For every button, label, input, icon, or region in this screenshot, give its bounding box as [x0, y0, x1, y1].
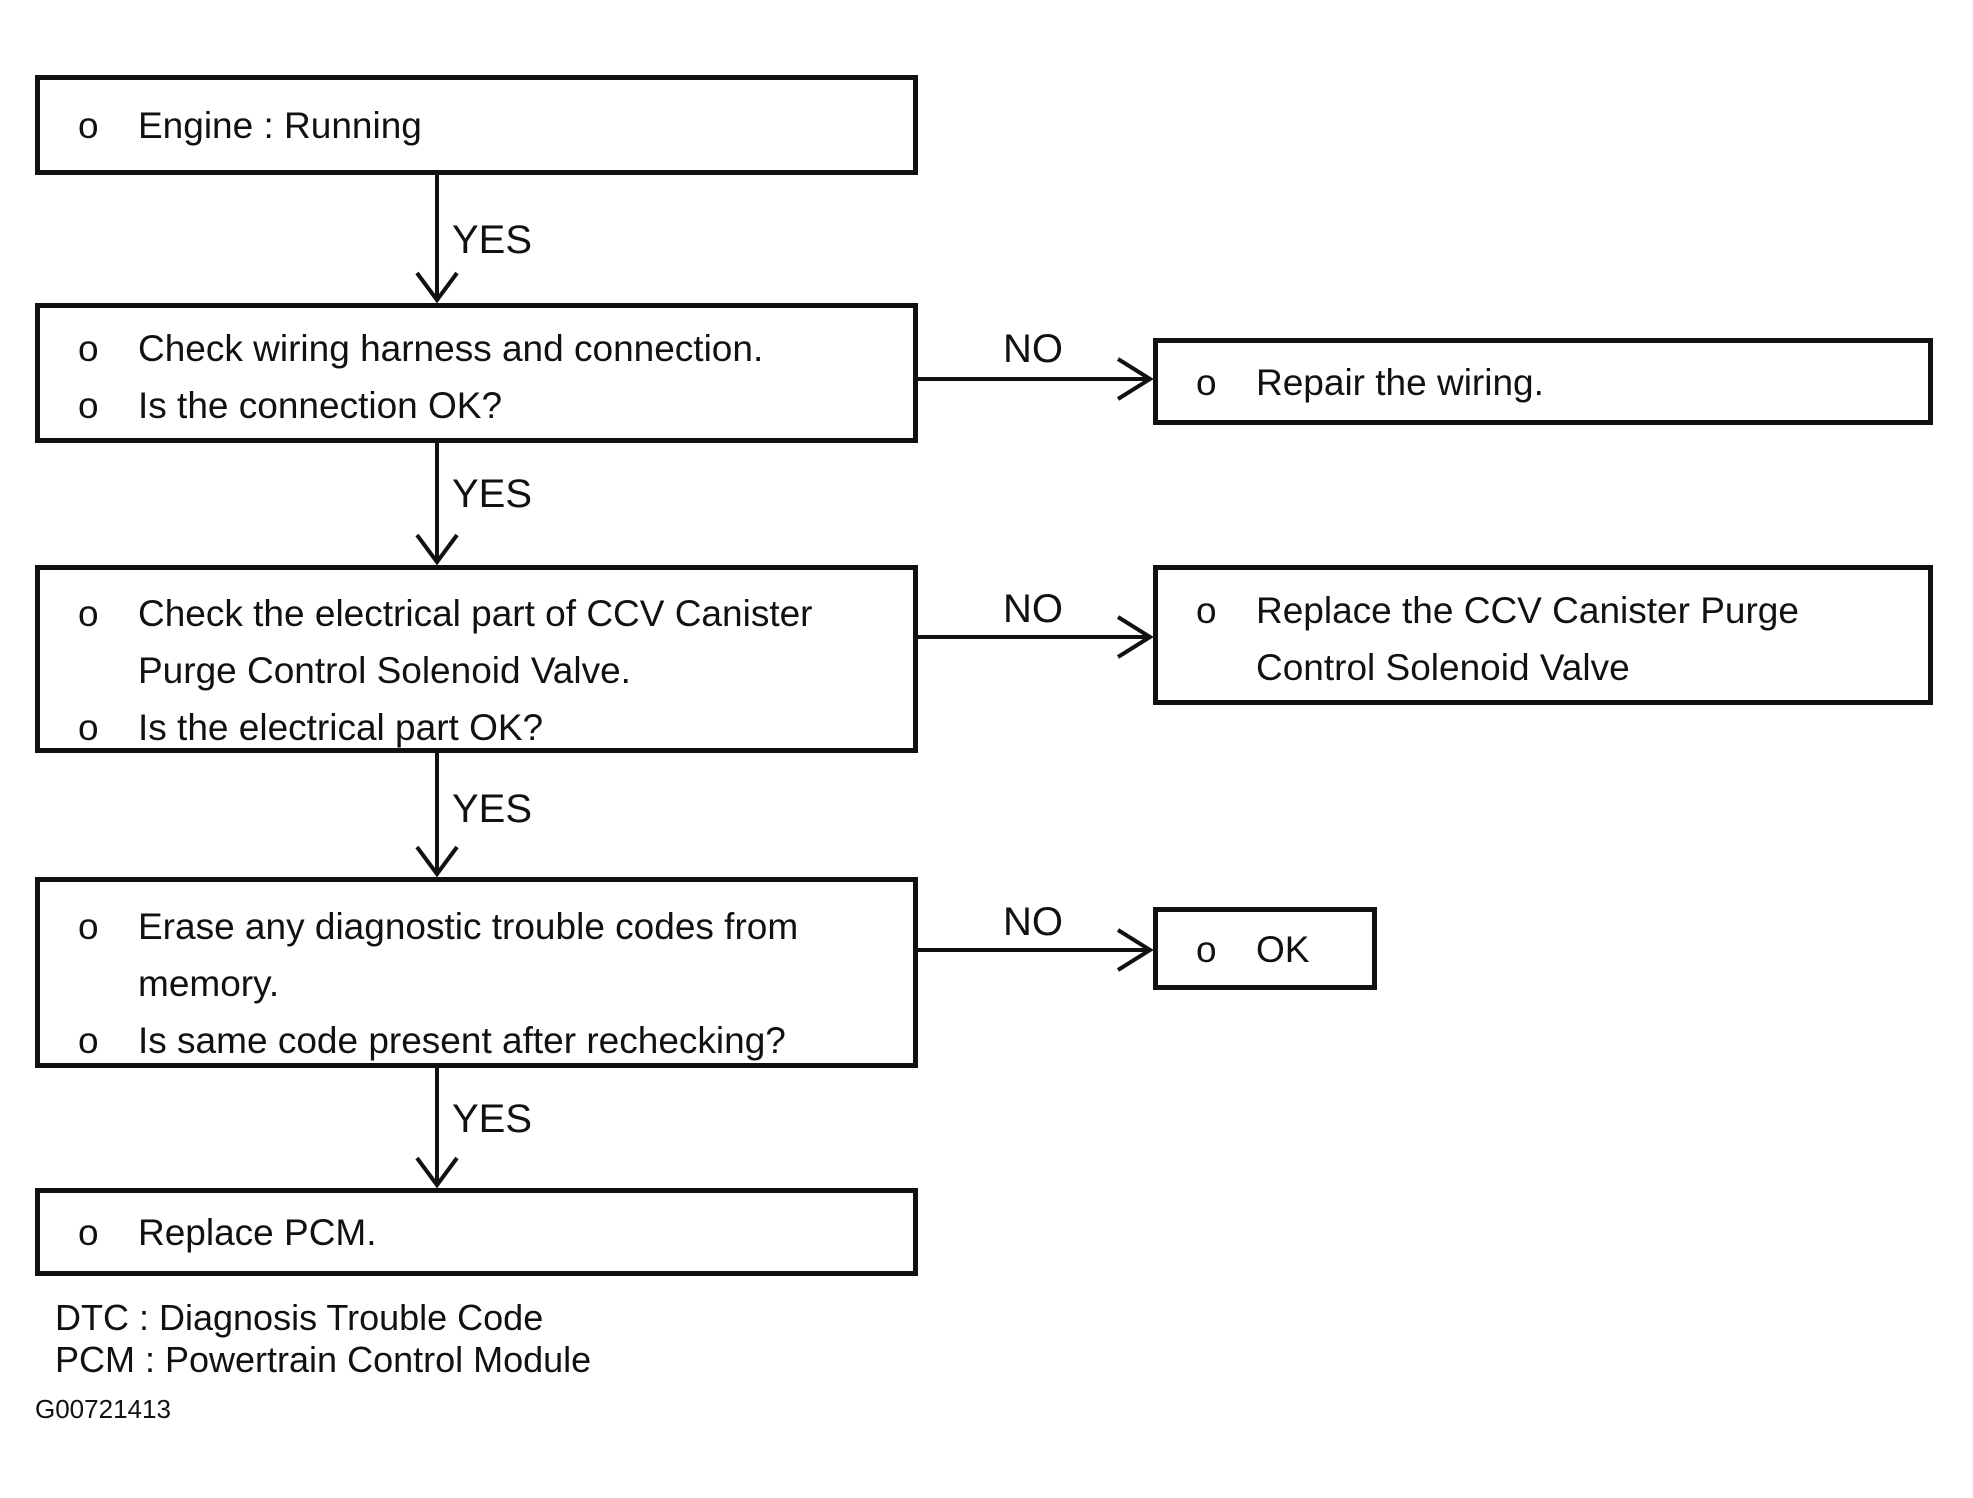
- edge-label-no-3: NO: [1003, 900, 1063, 944]
- node-text: Control Solenoid Valve: [1256, 647, 1630, 688]
- node-text: Check wiring harness and connection.: [138, 328, 764, 369]
- node-line: o OK: [1158, 921, 1372, 978]
- node-ok: o OK: [1153, 907, 1377, 990]
- node-line: o Is same code present after rechecking?: [40, 1012, 913, 1069]
- node-line: o Engine : Running: [40, 97, 913, 154]
- node-replace-valve: o Replace the CCV Canister Purge Control…: [1153, 565, 1933, 705]
- arrowhead-right-1: [1116, 357, 1154, 401]
- node-text: OK: [1256, 929, 1310, 970]
- legend-pcm: PCM : Powertrain Control Module: [55, 1339, 592, 1380]
- node-line: o Erase any diagnostic trouble codes fro…: [40, 898, 913, 955]
- node-line: o Replace the CCV Canister Purge: [1158, 582, 1928, 639]
- bullet: o: [78, 385, 99, 426]
- node-text: Is the connection OK?: [138, 385, 503, 426]
- bullet: o: [1196, 362, 1217, 403]
- bullet: o: [78, 593, 99, 634]
- bullet: o: [78, 707, 99, 748]
- node-replace-pcm: o Replace PCM.: [35, 1188, 918, 1276]
- node-erase-codes: o Erase any diagnostic trouble codes fro…: [35, 877, 918, 1068]
- node-repair-wiring: o Repair the wiring.: [1153, 338, 1933, 425]
- arrowhead-down-4: [415, 1156, 459, 1189]
- node-line: o Repair the wiring.: [1158, 354, 1928, 411]
- legend-dtc: DTC : Diagnosis Trouble Code: [55, 1297, 544, 1338]
- arrowhead-right-3: [1116, 928, 1154, 972]
- node-line: o Check the electrical part of CCV Canis…: [40, 585, 913, 642]
- node-line: Control Solenoid Valve: [1158, 639, 1928, 696]
- arrowhead-down-2: [415, 533, 459, 566]
- edge-label-yes-4: YES: [452, 1097, 533, 1141]
- edge-label-yes-1: YES: [452, 218, 533, 262]
- node-line: Purge Control Solenoid Valve.: [40, 642, 913, 699]
- node-line: o Check wiring harness and connection.: [40, 320, 913, 377]
- node-text: Replace PCM.: [138, 1212, 377, 1253]
- bullet: o: [1196, 590, 1217, 631]
- figure-id: G00721413: [35, 1394, 171, 1424]
- node-text: Repair the wiring.: [1256, 362, 1544, 403]
- edge-label-yes-2: YES: [452, 472, 533, 516]
- bullet: o: [78, 328, 99, 369]
- arrowhead-right-2: [1116, 615, 1154, 659]
- node-line: o Is the connection OK?: [40, 377, 913, 434]
- node-line: o Replace PCM.: [40, 1204, 913, 1261]
- bullet: o: [1196, 929, 1217, 970]
- node-text: Is the electrical part OK?: [138, 707, 544, 748]
- node-text: Replace the CCV Canister Purge: [1256, 590, 1799, 631]
- node-text: Erase any diagnostic trouble codes from: [138, 906, 799, 947]
- node-line: memory.: [40, 955, 913, 1012]
- edge-label-yes-3: YES: [452, 787, 533, 831]
- node-line: o Is the electrical part OK?: [40, 699, 913, 756]
- node-text: Purge Control Solenoid Valve.: [138, 650, 631, 691]
- node-check-wiring: o Check wiring harness and connection. o…: [35, 303, 918, 443]
- node-engine-running: o Engine : Running: [35, 75, 918, 175]
- bullet: o: [78, 1212, 99, 1253]
- node-text: Engine : Running: [138, 105, 422, 146]
- edge-label-no-2: NO: [1003, 587, 1063, 631]
- bullet: o: [78, 105, 99, 146]
- node-text: Check the electrical part of CCV Caniste…: [138, 593, 813, 634]
- node-text: Is same code present after rechecking?: [138, 1020, 786, 1061]
- bullet: o: [78, 906, 99, 947]
- edge-label-no-1: NO: [1003, 327, 1063, 371]
- arrowhead-down-3: [415, 845, 459, 878]
- bullet: o: [78, 1020, 99, 1061]
- node-check-electrical: o Check the electrical part of CCV Canis…: [35, 565, 918, 753]
- arrowhead-down-1: [415, 271, 459, 304]
- node-text: memory.: [138, 963, 280, 1004]
